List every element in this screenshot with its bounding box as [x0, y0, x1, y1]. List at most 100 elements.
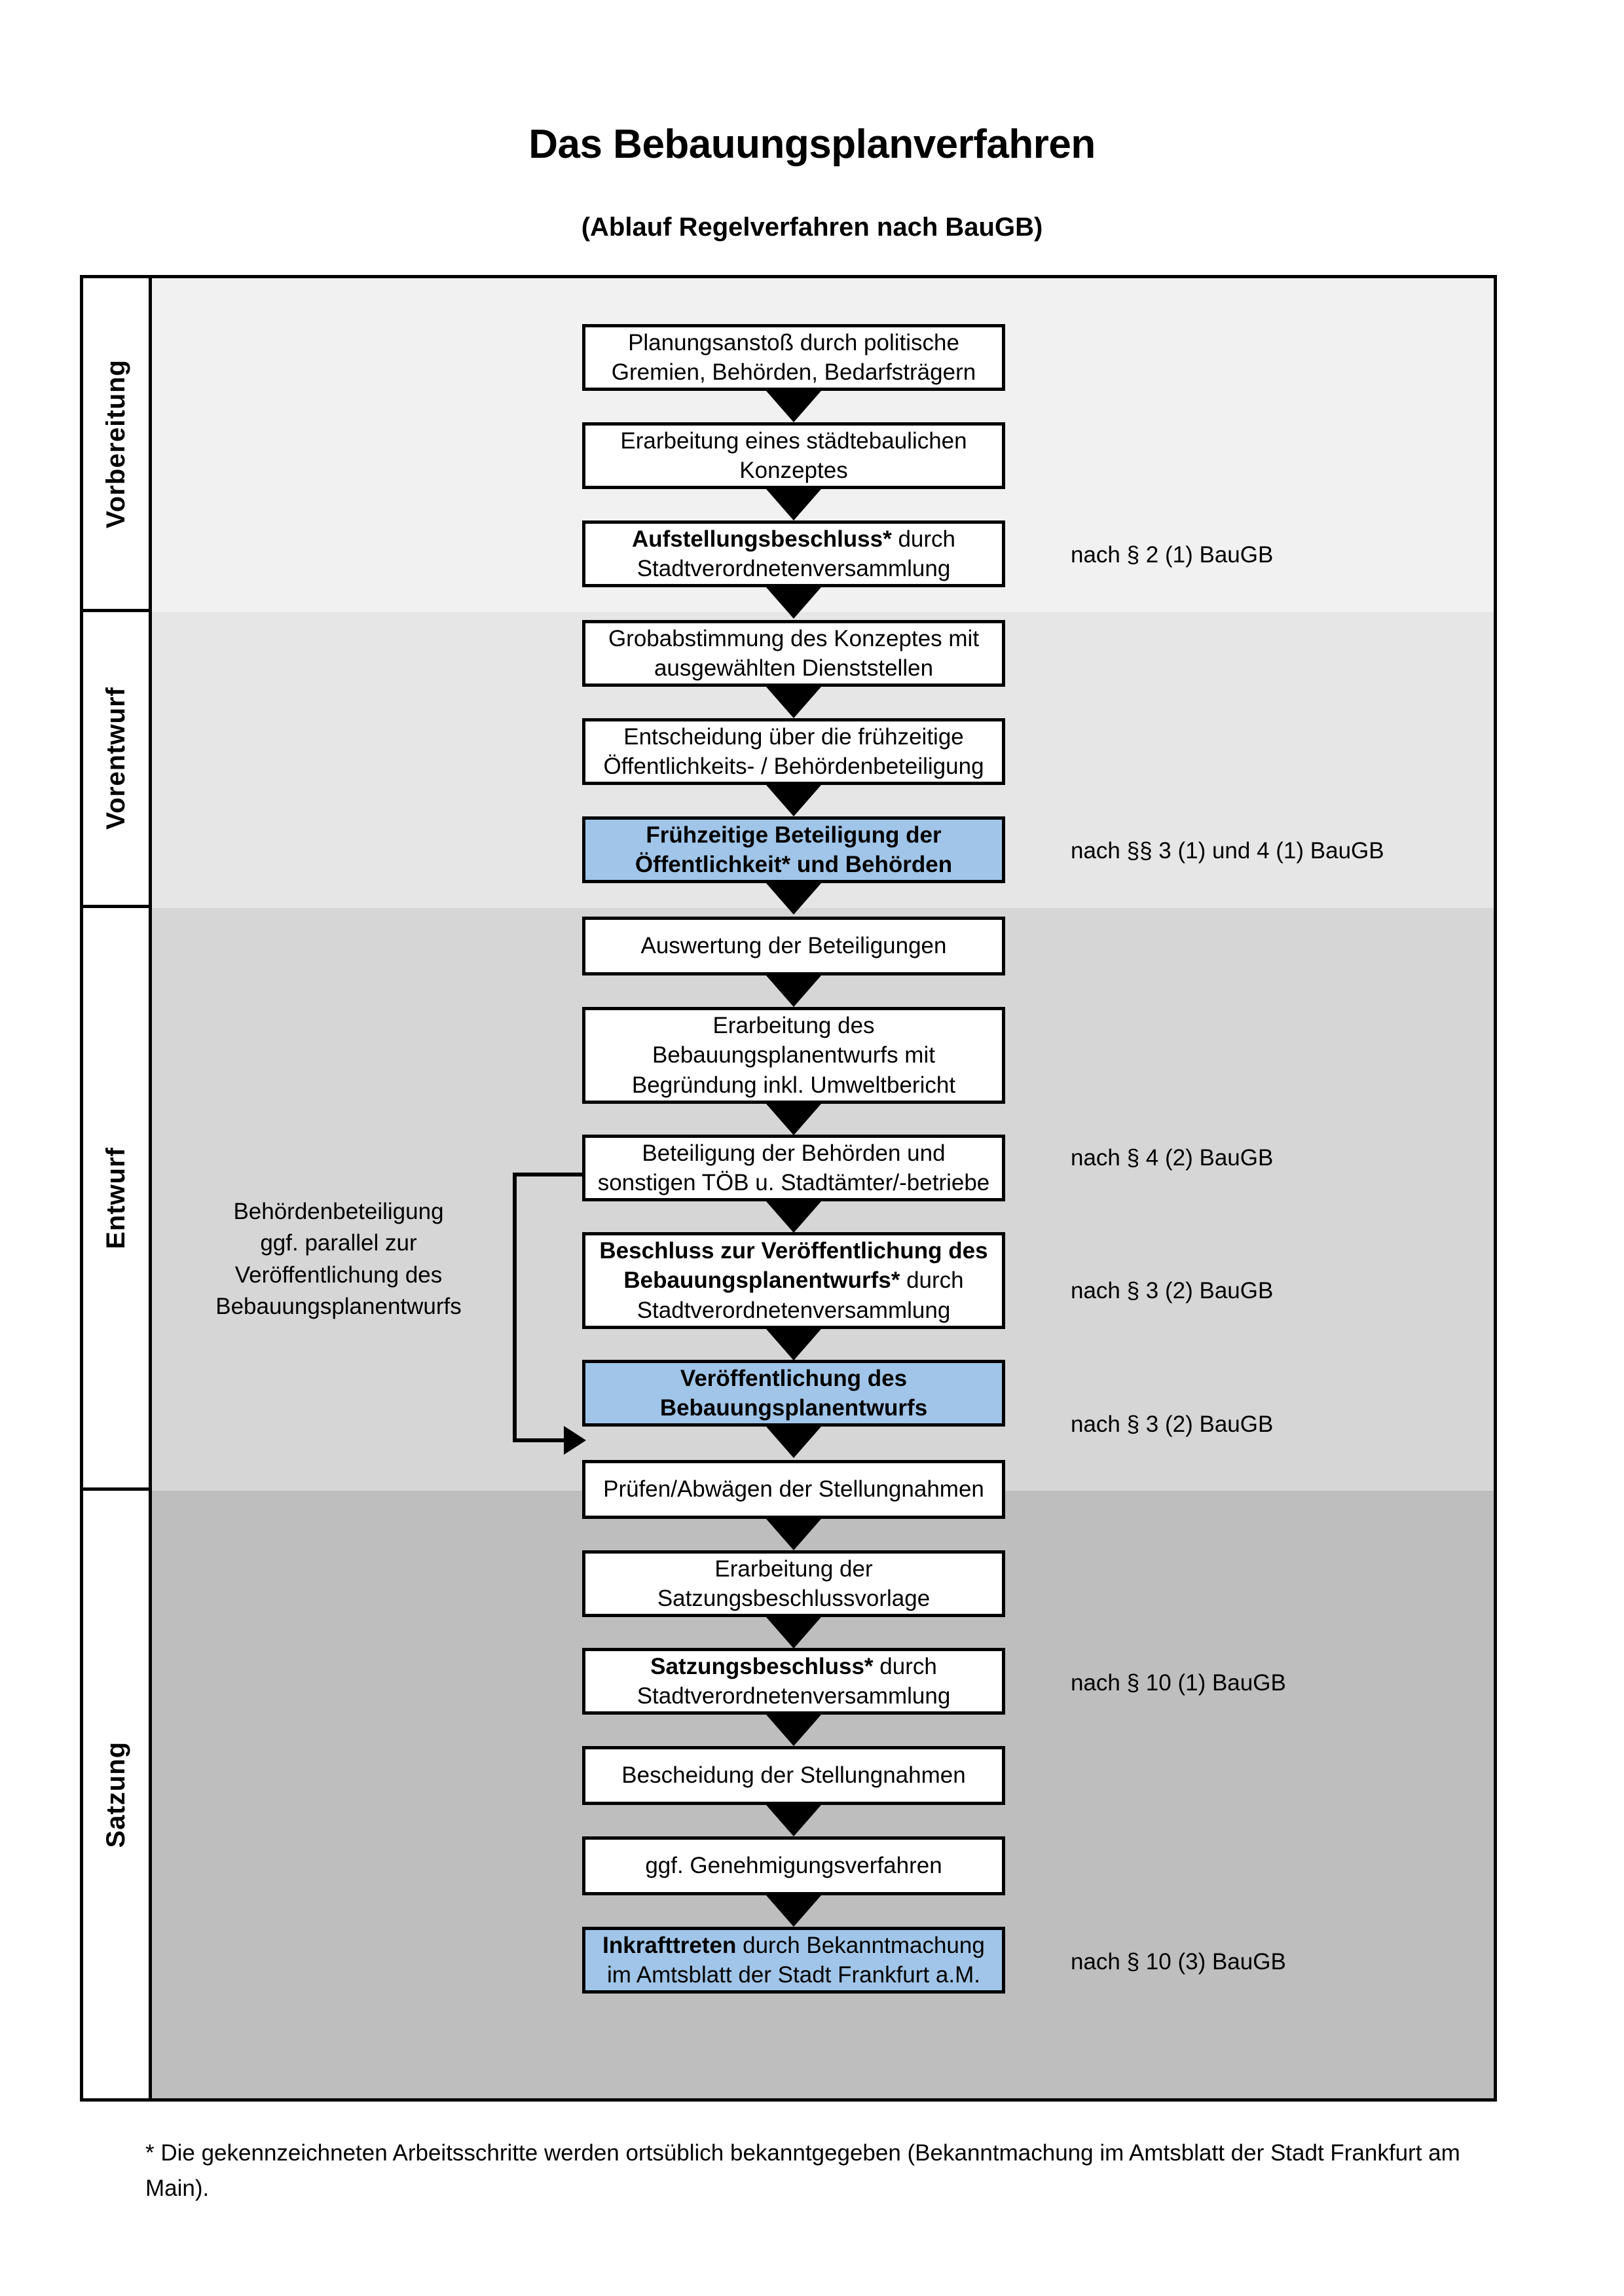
- box-line-bold: Satzungsbeschluss*: [650, 1653, 874, 1679]
- law-reference-r4: nach § 3 (2) BauGB: [1071, 1278, 1274, 1303]
- box-line: ggf. Genehmigungsverfahren: [645, 1853, 942, 1879]
- box-line: ausgewählten Dienststellen: [654, 655, 934, 681]
- flow-arrow-down: [766, 1895, 821, 1927]
- box-line-rest: durch: [900, 1267, 964, 1294]
- box-line-bold: Veröffentlichung des: [680, 1365, 908, 1391]
- box-line-bold: Frühzeitige Beteiligung der: [646, 822, 942, 848]
- process-box-s14[interactable]: Satzungsbeschluss* durch Stadtverordnete…: [582, 1648, 1005, 1715]
- law-reference-r3: nach § 4 (2) BauGB: [1071, 1145, 1274, 1171]
- loop-connector-bottom-segment: [513, 1438, 569, 1442]
- phase-label-vorbereitung: Vorbereitung: [83, 278, 149, 612]
- loop-connector-vertical: [513, 1173, 517, 1442]
- flow-arrow-down: [766, 1519, 821, 1550]
- process-box-s1[interactable]: Planungsanstoß durch politische Gremien,…: [582, 324, 1005, 391]
- flow-arrow-down: [766, 975, 821, 1007]
- box-line-rest: durch: [873, 1653, 937, 1679]
- box-line: Bebauungsplanentwurfs: [660, 1393, 927, 1423]
- box-line: Beschluss zur Veröffentlichung des: [599, 1236, 987, 1266]
- phase-column-divider: [149, 278, 152, 2098]
- phase-label-entwurf: Entwurf: [83, 908, 149, 1491]
- process-box-s2[interactable]: Erarbeitung eines städtebaulichen Konzep…: [582, 422, 1005, 489]
- box-line-rest: durch Bekanntmachung: [736, 1932, 985, 1958]
- process-box-s3[interactable]: Aufstellungsbeschluss* durch Stadtverord…: [582, 520, 1005, 587]
- phase-label-text: Vorbereitung: [101, 359, 130, 528]
- page-title: Das Bebauungsplanverfahren: [528, 122, 1096, 167]
- box-line: Aufstellungsbeschluss* durch: [632, 524, 955, 555]
- side-note-line: Behördenbeteiligung: [233, 1199, 444, 1224]
- law-reference-r5: nach § 3 (2) BauGB: [1071, 1412, 1274, 1437]
- phase-label-text: Vorentwurf: [101, 687, 130, 830]
- side-note-parallel-path: Behördenbeteiligung ggf. parallel zur Ve…: [201, 1196, 476, 1322]
- box-line: Frühzeitige Beteiligung der: [646, 820, 941, 850]
- side-note-line: Veröffentlichung des: [234, 1262, 443, 1288]
- flow-arrow-down: [766, 1617, 821, 1649]
- process-box-s12[interactable]: Prüfen/Abwägen der Stellungnahmen: [582, 1460, 1005, 1519]
- flow-arrow-down: [766, 1805, 821, 1836]
- box-line: Erarbeitung eines städtebaulichen: [620, 428, 967, 454]
- process-box-s7[interactable]: Auswertung der Beteiligungen: [582, 917, 1005, 975]
- process-box-s5[interactable]: Entscheidung über die frühzeitige Öffent…: [582, 718, 1005, 785]
- process-box-s9[interactable]: Beteiligung der Behörden und sonstigen T…: [582, 1135, 1005, 1201]
- box-line: Konzeptes: [739, 458, 848, 483]
- law-reference-r2: nach §§ 3 (1) und 4 (1) BauGB: [1071, 838, 1384, 864]
- box-line: Satzungsbeschlussvorlage: [657, 1586, 931, 1611]
- box-line: Auswertung der Beteiligungen: [640, 933, 947, 959]
- box-line-bold: Bebauungsplanentwurfs*: [623, 1267, 900, 1294]
- flow-arrow-down: [766, 587, 821, 619]
- flow-arrow-down: [766, 687, 821, 718]
- process-box-s11[interactable]: Veröffentlichung des Bebauungsplanentwur…: [582, 1360, 1005, 1427]
- side-note-line: Bebauungsplanentwurfs: [215, 1293, 462, 1319]
- loop-connector-arrowhead: [564, 1426, 586, 1455]
- page-subtitle: (Ablauf Regelverfahren nach BauGB): [581, 213, 1043, 242]
- flow-arrow-down: [766, 785, 821, 816]
- flow-arrow-down: [766, 489, 821, 520]
- phase-label-vorentwurf: Vorentwurf: [83, 612, 149, 908]
- phase-label-satzung: Satzung: [83, 1491, 149, 2098]
- process-box-s17[interactable]: Inkrafttreten durch Bekanntmachung im Am…: [582, 1927, 1005, 1994]
- process-box-s16[interactable]: ggf. Genehmigungsverfahren: [582, 1836, 1005, 1895]
- flow-arrow-down: [766, 883, 821, 915]
- box-line-rest: durch: [891, 526, 956, 552]
- box-line: Gremien, Behörden, Bedarfsträgern: [611, 359, 976, 385]
- box-line: Stadtverordnetenversammlung: [637, 556, 951, 581]
- box-line: im Amtsblatt der Stadt Frankfurt a.M.: [607, 1962, 980, 1988]
- law-reference-r7: nach § 10 (3) BauGB: [1071, 1949, 1286, 1975]
- loop-connector-top-segment: [513, 1173, 585, 1176]
- process-box-s4[interactable]: Grobabstimmung des Konzeptes mit ausgewä…: [582, 620, 1005, 687]
- process-box-s8[interactable]: Erarbeitung des Bebauungsplanentwurfs mi…: [582, 1007, 1005, 1104]
- flow-arrow-down: [766, 1715, 821, 1746]
- box-line: Satzungsbeschluss* durch: [650, 1652, 937, 1682]
- law-reference-r1: nach § 2 (1) BauGB: [1071, 542, 1274, 568]
- box-line: Erarbeitung des: [712, 1012, 875, 1038]
- box-line: Bescheidung der Stellungnahmen: [621, 1762, 966, 1789]
- flowchart-frame: Vorbereitung Vorentwurf Entwurf Satzung …: [80, 275, 1497, 2102]
- process-box-s10[interactable]: Beschluss zur Veröffentlichung des Bebau…: [582, 1232, 1005, 1329]
- box-line: Grobabstimmung des Konzeptes mit: [608, 625, 980, 651]
- box-line-bold: Öffentlichkeit* und Behörden: [635, 852, 953, 877]
- box-line-bold: Aufstellungsbeschluss*: [631, 526, 892, 552]
- phase-label-text: Satzung: [101, 1741, 130, 1848]
- side-note-line: ggf. parallel zur: [260, 1230, 417, 1256]
- box-line: Entscheidung über die frühzeitige: [623, 723, 964, 750]
- process-box-s6[interactable]: Frühzeitige Beteiligung der Öffentlichke…: [582, 816, 1005, 883]
- flow-arrow-down: [766, 1329, 821, 1360]
- flow-arrow-down: [766, 1427, 821, 1458]
- footnote-text: * Die gekennzeichneten Arbeitsschritte w…: [145, 2140, 1460, 2202]
- box-line-bold: Beschluss zur Veröffentlichung des: [599, 1237, 988, 1264]
- box-line: Inkrafttreten durch Bekanntmachung: [602, 1931, 985, 1961]
- box-line: Stadtverordnetenversammlung: [637, 1683, 951, 1709]
- process-box-s15[interactable]: Bescheidung der Stellungnahmen: [582, 1746, 1005, 1805]
- box-line: Öffentlichkeits- / Behördenbeteiligung: [603, 754, 984, 779]
- box-line: sonstigen TÖB u. Stadtämter/-betriebe: [597, 1170, 990, 1195]
- box-line: Erarbeitung der: [714, 1556, 873, 1582]
- box-line-bold: Bebauungsplanentwurfs: [659, 1395, 928, 1421]
- flow-arrow-down: [766, 1201, 821, 1233]
- box-line: Stadtverordnetenversammlung: [637, 1297, 951, 1323]
- box-line: Öffentlichkeit* und Behörden: [635, 850, 952, 880]
- box-line: Bebauungsplanentwurfs mit: [652, 1042, 935, 1068]
- process-box-s13[interactable]: Erarbeitung der Satzungsbeschlussvorlage: [582, 1550, 1005, 1617]
- box-line: Bebauungsplanentwurfs* durch: [623, 1266, 963, 1296]
- flow-arrow-down: [766, 1104, 821, 1135]
- phase-label-text: Entwurf: [101, 1146, 130, 1249]
- box-line: Veröffentlichung des: [680, 1364, 907, 1394]
